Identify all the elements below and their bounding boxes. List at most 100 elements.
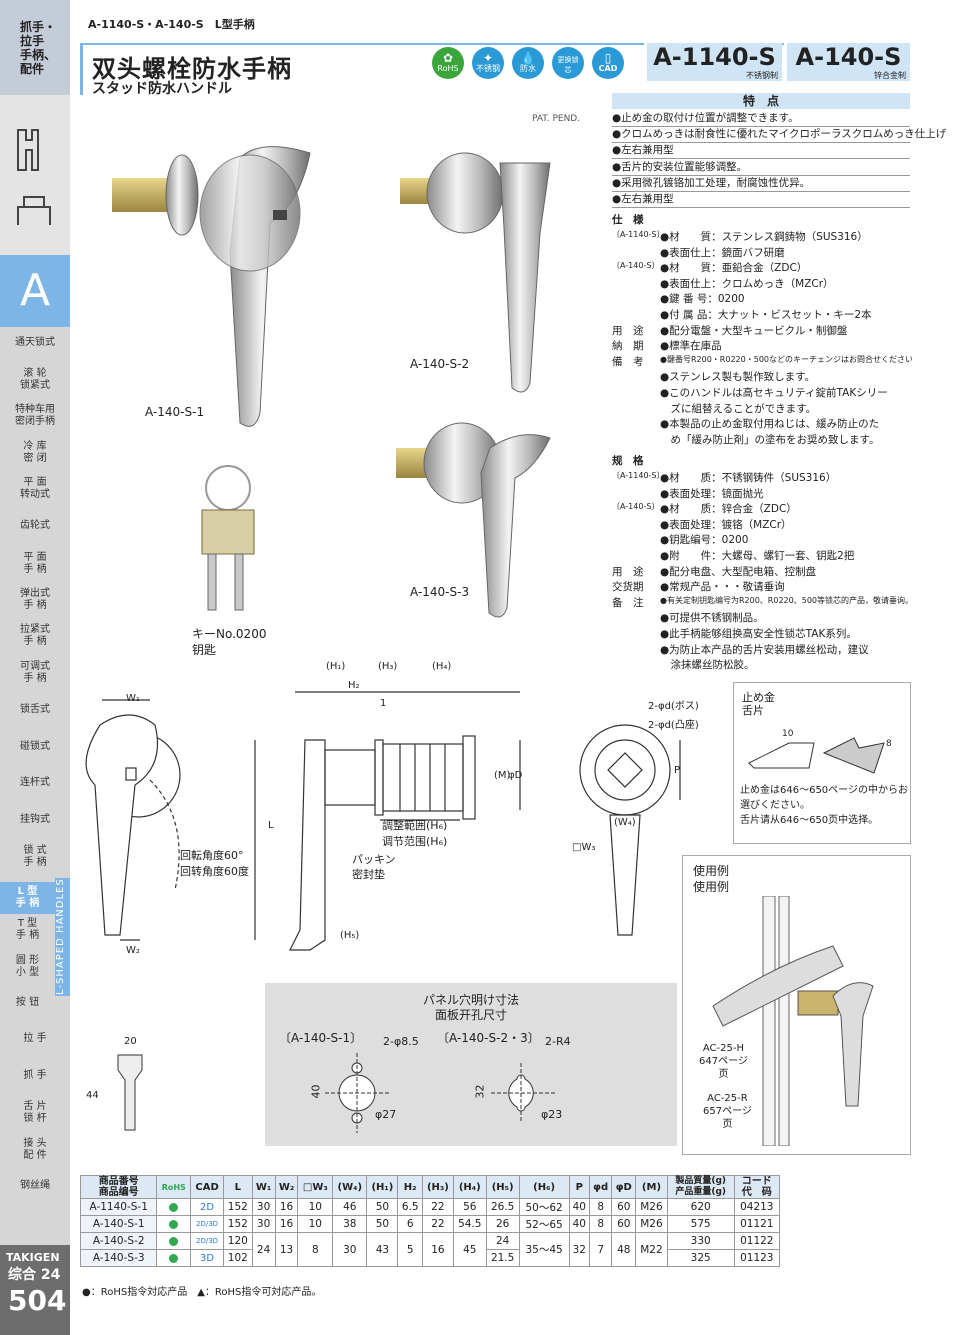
table-cell: A-140-S-3 bbox=[79, 1249, 158, 1267]
cad-badge: ▯CAD bbox=[592, 47, 624, 79]
table-cell: 2D bbox=[190, 1198, 224, 1216]
key-image bbox=[201, 465, 255, 611]
rohs-dot-icon bbox=[169, 1219, 179, 1229]
label-s2: A-140-S-2 bbox=[410, 357, 470, 371]
sidebar-item[interactable]: L 型 手 柄 bbox=[0, 882, 55, 914]
dim-P: P bbox=[674, 765, 681, 776]
usage-box: 使用例 使用例 AC-25-H 647ページ 页 AC-25-R 657ページ … bbox=[682, 855, 911, 1155]
dim-D: φD bbox=[508, 770, 523, 781]
spec-label: 交货期 bbox=[612, 581, 644, 594]
sidebar-item[interactable]: 通天锁式 bbox=[15, 337, 55, 348]
feature-item: ●舌片的安装位置能够调整。 bbox=[612, 160, 748, 173]
model-a140: A-140-S 锌合金制 bbox=[784, 43, 910, 81]
table-header-cell: 商品番号 商品编号 bbox=[79, 1175, 158, 1199]
usage-ref-2: AC-25-R 657ページ 页 bbox=[703, 1093, 752, 1130]
model-material: 不锈钢制 bbox=[746, 71, 778, 80]
table-cell: 16 bbox=[274, 1215, 299, 1233]
dim-w2: W₂ bbox=[126, 945, 140, 956]
sidebar-item[interactable]: 拉 手 bbox=[23, 1033, 47, 1044]
sidebar-item[interactable]: 特种车用 密闭手柄 bbox=[15, 404, 55, 427]
table-cell: 26.5 bbox=[485, 1198, 520, 1216]
sidebar-item[interactable]: 拉紧式 手 柄 bbox=[20, 624, 50, 647]
model-material: 锌合金制 bbox=[874, 71, 906, 80]
table-cell: 60 bbox=[611, 1198, 637, 1216]
divider bbox=[612, 126, 910, 127]
rohs-badge: ✿RoHS bbox=[432, 47, 464, 79]
dim-w1: W₁ bbox=[126, 693, 140, 704]
usage-title-jp: 使用例 bbox=[693, 864, 730, 878]
table-cell: 26 bbox=[485, 1215, 520, 1233]
patent-note: PAT. PEND. bbox=[532, 114, 581, 124]
dim-w4: (W₄) bbox=[614, 817, 636, 828]
spec-label: 〔A-1140-S〕 bbox=[612, 471, 665, 480]
key-label-cn: 钥匙 bbox=[192, 643, 217, 657]
table-cell: 04213 bbox=[733, 1198, 781, 1216]
table-cell: 2D/3D bbox=[190, 1215, 224, 1233]
sidebar-item[interactable]: T 型 手 柄 bbox=[15, 918, 40, 941]
spec-label: 备 注 bbox=[612, 596, 644, 609]
rohs-dot-icon bbox=[169, 1236, 179, 1246]
spec-value: ●附 件：大螺母、螺钉一套、钥匙2把 bbox=[660, 550, 855, 562]
table-cell: 10 bbox=[297, 1198, 334, 1216]
table-cell: 6 bbox=[397, 1215, 423, 1233]
table-cell: 30 bbox=[332, 1232, 368, 1267]
handle-shape-icon bbox=[17, 129, 51, 225]
sidebar-item[interactable]: 挂钩式 bbox=[20, 814, 50, 825]
sidebar-item[interactable]: 齿轮式 bbox=[20, 520, 50, 531]
catalog-label: 综合 24 bbox=[8, 1267, 61, 1283]
breadcrumb: A-1140-S・A-140-S L型手柄 bbox=[88, 18, 255, 31]
spec-label: 用 途 bbox=[612, 324, 644, 337]
table-cell: 152 bbox=[222, 1215, 253, 1233]
feature-item: ●采用微孔镀铬加工处理，耐腐蚀性优异。 bbox=[612, 176, 811, 189]
table-cell: 30 bbox=[251, 1215, 276, 1233]
table-cell: 52～65 bbox=[518, 1215, 570, 1233]
sidebar-item[interactable]: 碰锁式 bbox=[20, 741, 50, 752]
table-header-cell: (W₄) bbox=[332, 1175, 368, 1199]
table-cell: A-140-S-1 bbox=[79, 1215, 158, 1233]
sidebar-item[interactable]: 锁 式 手 柄 bbox=[23, 845, 47, 868]
table-cell bbox=[156, 1215, 192, 1233]
sidebar-item[interactable]: 可调式 手 柄 bbox=[20, 661, 50, 684]
sidebar-item[interactable]: 接 头 配 件 bbox=[23, 1138, 47, 1161]
panel-right-dia: φ23 bbox=[541, 1108, 563, 1121]
page-title: 双头螺栓防水手柄 bbox=[92, 55, 292, 83]
sidebar-item[interactable]: 连杆式 bbox=[20, 777, 50, 788]
water-drop-icon: 💧 bbox=[520, 51, 536, 65]
sidebar-item[interactable]: 圆 形 小 型 bbox=[15, 955, 40, 978]
table-cell: 5 bbox=[397, 1232, 423, 1267]
table-cell: 35～45 bbox=[518, 1232, 570, 1267]
table-cell: 50 bbox=[366, 1198, 399, 1216]
boss-jp: 2-φd(ボス) bbox=[648, 701, 699, 712]
stopper-title-jp: 止め金 bbox=[742, 691, 775, 704]
sidebar-item[interactable]: 锁舌式 bbox=[20, 704, 50, 715]
sidebar-item[interactable]: 舌 片 锁 杆 bbox=[23, 1101, 47, 1124]
table-header-cell: (M) bbox=[635, 1175, 668, 1199]
feature-item: ●クロムめっきは耐食性に優れたマイクロポーラスクロムめっき仕上げ bbox=[612, 128, 947, 141]
table-cell: 01121 bbox=[733, 1215, 781, 1233]
panel-right-r: 2-R4 bbox=[545, 1035, 571, 1048]
panel-right-label: 〔A-140-S-2・3〕 bbox=[437, 1031, 540, 1045]
sidebar-item[interactable]: 按 钮 bbox=[15, 997, 40, 1008]
dim-h5: (H₅) bbox=[340, 930, 360, 941]
sidebar-item[interactable]: 钢丝绳 bbox=[20, 1180, 50, 1191]
sidebar-category: 抓手・拉手 手柄、配件 bbox=[0, 0, 70, 95]
sidebar-item[interactable]: 冷 库 密 闭 bbox=[23, 441, 47, 464]
table-cell: 50～62 bbox=[518, 1198, 570, 1216]
dim-one: 1 bbox=[380, 698, 387, 709]
rotation-cn: 回转角度60度 bbox=[180, 865, 249, 878]
star-icon: ✦ bbox=[482, 51, 494, 65]
sidebar-item[interactable]: 抓 手 bbox=[23, 1070, 47, 1081]
sidebar-item[interactable]: 滚 轮 锁紧式 bbox=[20, 368, 50, 391]
boss-cn: 2-φd(凸座) bbox=[648, 720, 699, 731]
label-s3: A-140-S-3 bbox=[410, 585, 470, 599]
sidebar-item[interactable]: 弹出式 手 柄 bbox=[20, 588, 50, 611]
sidebar-item[interactable]: 平 面 转动式 bbox=[20, 477, 50, 500]
spec-label: 〔A-140-S〕 bbox=[612, 261, 660, 271]
table-cell: 43 bbox=[366, 1232, 399, 1267]
feature-item: ●左右兼用型 bbox=[612, 193, 674, 205]
sidebar-item[interactable]: 平 面 手 柄 bbox=[23, 552, 47, 575]
table-header-cell: W₁ bbox=[251, 1175, 276, 1199]
spec-value: ●配分電盤・大型キュービクル・制御盤 bbox=[660, 324, 848, 337]
